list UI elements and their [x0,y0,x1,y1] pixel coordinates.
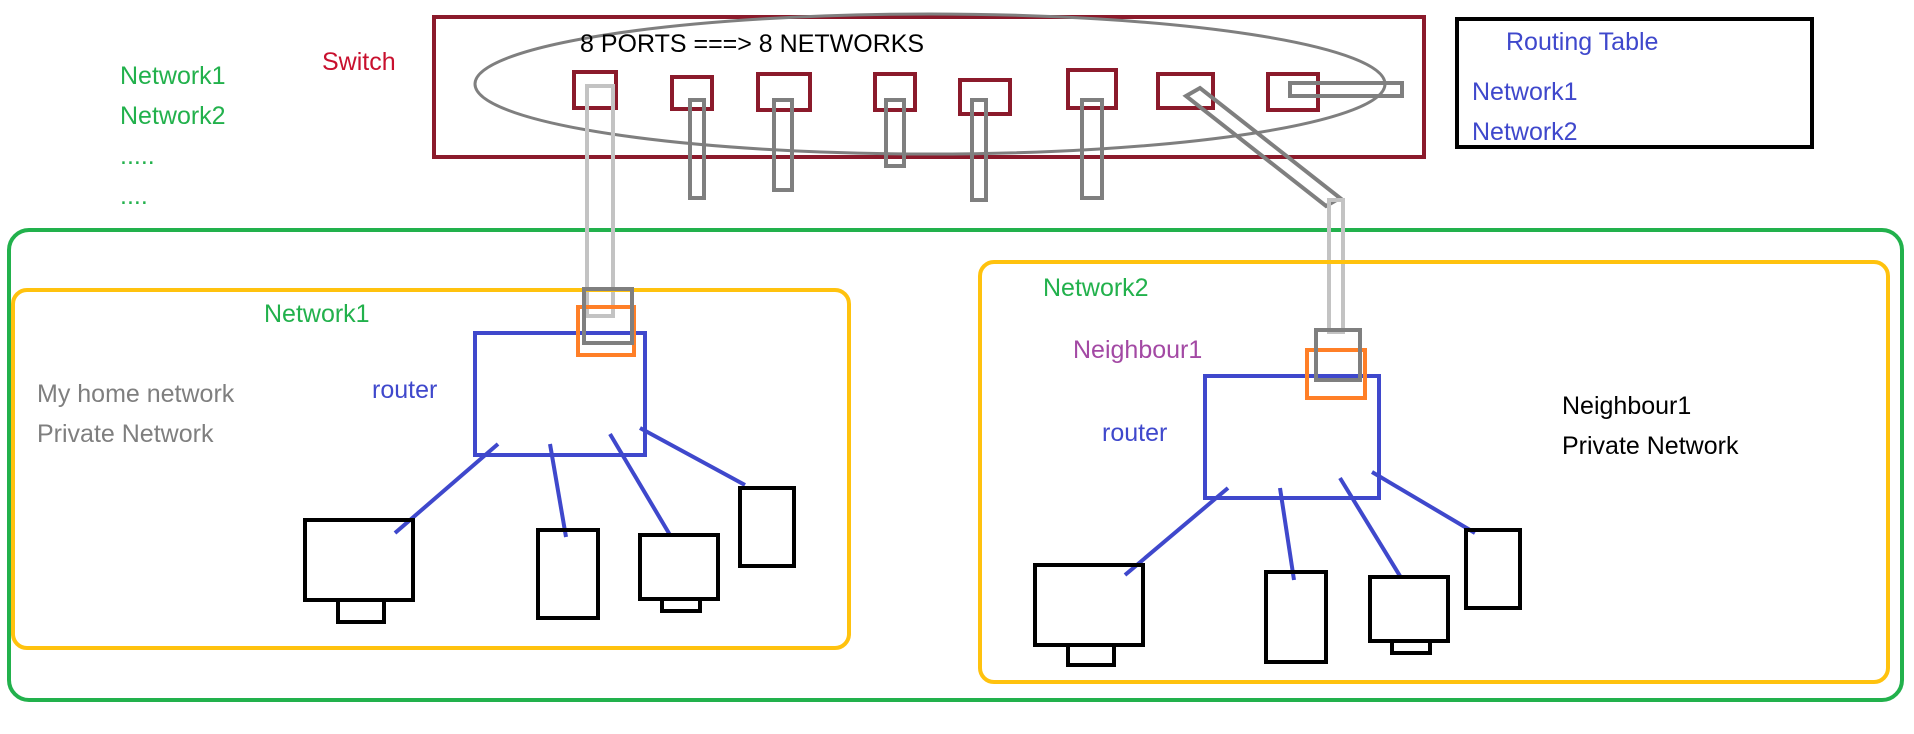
routing-table-entry: Network1 [1472,78,1578,106]
cable-stub [1288,81,1404,98]
connection-line [608,432,672,537]
connection-line [548,443,568,538]
switch-port [756,72,812,112]
routing-table-title: Routing Table [1506,28,1658,56]
legend-item: Network2 [120,102,226,130]
connection-line [639,426,746,487]
routing-table-box [1455,17,1814,149]
router [473,331,647,457]
legend: Network1 Network2 ..... .... [120,62,226,210]
routing-table-entry: Network2 [1472,118,1578,146]
laptop-screen [638,533,720,601]
desktop-computer [1033,563,1145,667]
cable-stub [970,98,988,202]
cable-stub [772,98,794,192]
switch-port [873,72,917,112]
cable-network2-vertical [1327,198,1345,334]
network2-description: Private Network [1562,432,1739,460]
laptop-screen [1368,575,1450,643]
laptop-device [638,533,720,613]
connection-line [1123,486,1230,577]
network1-description: My home network [37,380,235,408]
switch-label: Switch [322,48,396,76]
network2-boundary [978,260,1890,684]
router-port [1305,348,1367,400]
switch-port [1156,72,1215,110]
network1-boundary [11,288,851,650]
network2-name: Network2 [1043,274,1149,302]
laptop-base [1390,639,1432,655]
monitor [1033,563,1145,647]
network2: Network2 Neighbour1 router Neighbour1 Pr… [978,260,1890,684]
internet-boundary [7,228,1904,702]
laptop-device [1368,575,1450,655]
phone-device [738,486,796,568]
desktop-computer [303,518,415,624]
network1-description: Private Network [37,420,214,448]
router-port-plug [582,287,634,345]
network1-name: Network1 [264,300,370,328]
router-label: router [1102,419,1167,447]
monitor-stand [336,598,386,624]
legend-item: ..... [120,142,155,170]
switch-box [432,15,1426,159]
network2-owner: Neighbour1 [1073,336,1202,364]
router-label: router [372,376,437,404]
cable-network2 [1182,85,1345,334]
cable-stub [884,98,906,168]
legend-item: Network1 [120,62,226,90]
switch-port [572,70,618,110]
connection-line [1370,470,1477,535]
connection-line [1278,487,1296,581]
switch-ports-label: 8 PORTS ===> 8 NETWORKS [580,30,924,58]
router-port-plug [1314,328,1362,382]
connection-line [1338,476,1402,578]
cable-network1 [585,84,615,318]
switch-port [1066,68,1118,110]
legend-item: .... [120,182,148,210]
network1: Network1 My home network Private Network… [11,287,851,650]
laptop-base [660,597,702,613]
tablet-device [1264,570,1328,664]
switch: Switch 8 PORTS ===> 8 NETWORKS [322,12,1426,202]
switch-port [1266,72,1320,112]
routing-table: Routing Table Network1 Network2 [1455,17,1814,149]
router [1203,374,1381,500]
monitor-stand [1066,643,1116,667]
phone-device [1464,528,1522,610]
cable-stub [1080,98,1104,200]
network2-description: Neighbour1 [1562,392,1691,420]
cable-stub [688,98,706,200]
tablet-device [536,528,600,620]
